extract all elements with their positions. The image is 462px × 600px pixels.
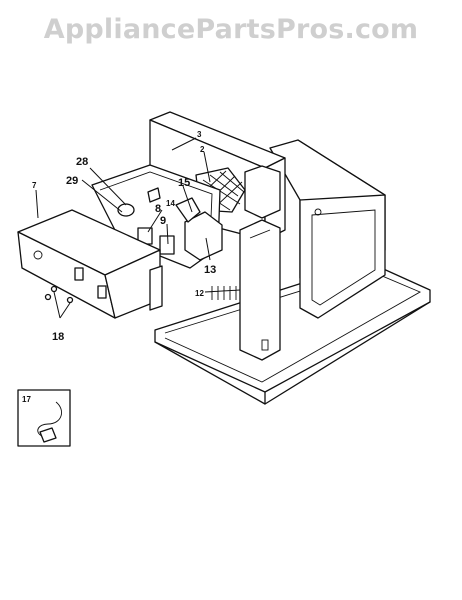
base-tray (154, 261, 431, 405)
callout-18: 18 (52, 331, 64, 343)
watermark-logo: AppliancePartsPros.com (43, 14, 419, 45)
power-cord-inset (17, 389, 71, 447)
callout-3: 3 (197, 130, 202, 139)
screws (44, 285, 74, 304)
callout-9: 9 (160, 215, 166, 227)
callout-17: 17 (22, 395, 31, 404)
callout-2: 2 (200, 145, 205, 154)
callout-8: 8 (155, 203, 161, 215)
heater-element (204, 286, 241, 300)
callout-13: 13 (204, 264, 216, 276)
callout-14: 14 (166, 199, 175, 208)
front-cover (17, 209, 163, 319)
divider-post (239, 165, 281, 361)
rear-frame (269, 139, 386, 319)
callout-28: 28 (76, 156, 88, 168)
callout-15: 15 (178, 177, 190, 189)
callout-29: 29 (66, 175, 78, 187)
control-housing (91, 164, 223, 269)
callout-7: 7 (32, 181, 37, 190)
leader-lines (35, 137, 211, 319)
callout-12: 12 (195, 289, 204, 298)
